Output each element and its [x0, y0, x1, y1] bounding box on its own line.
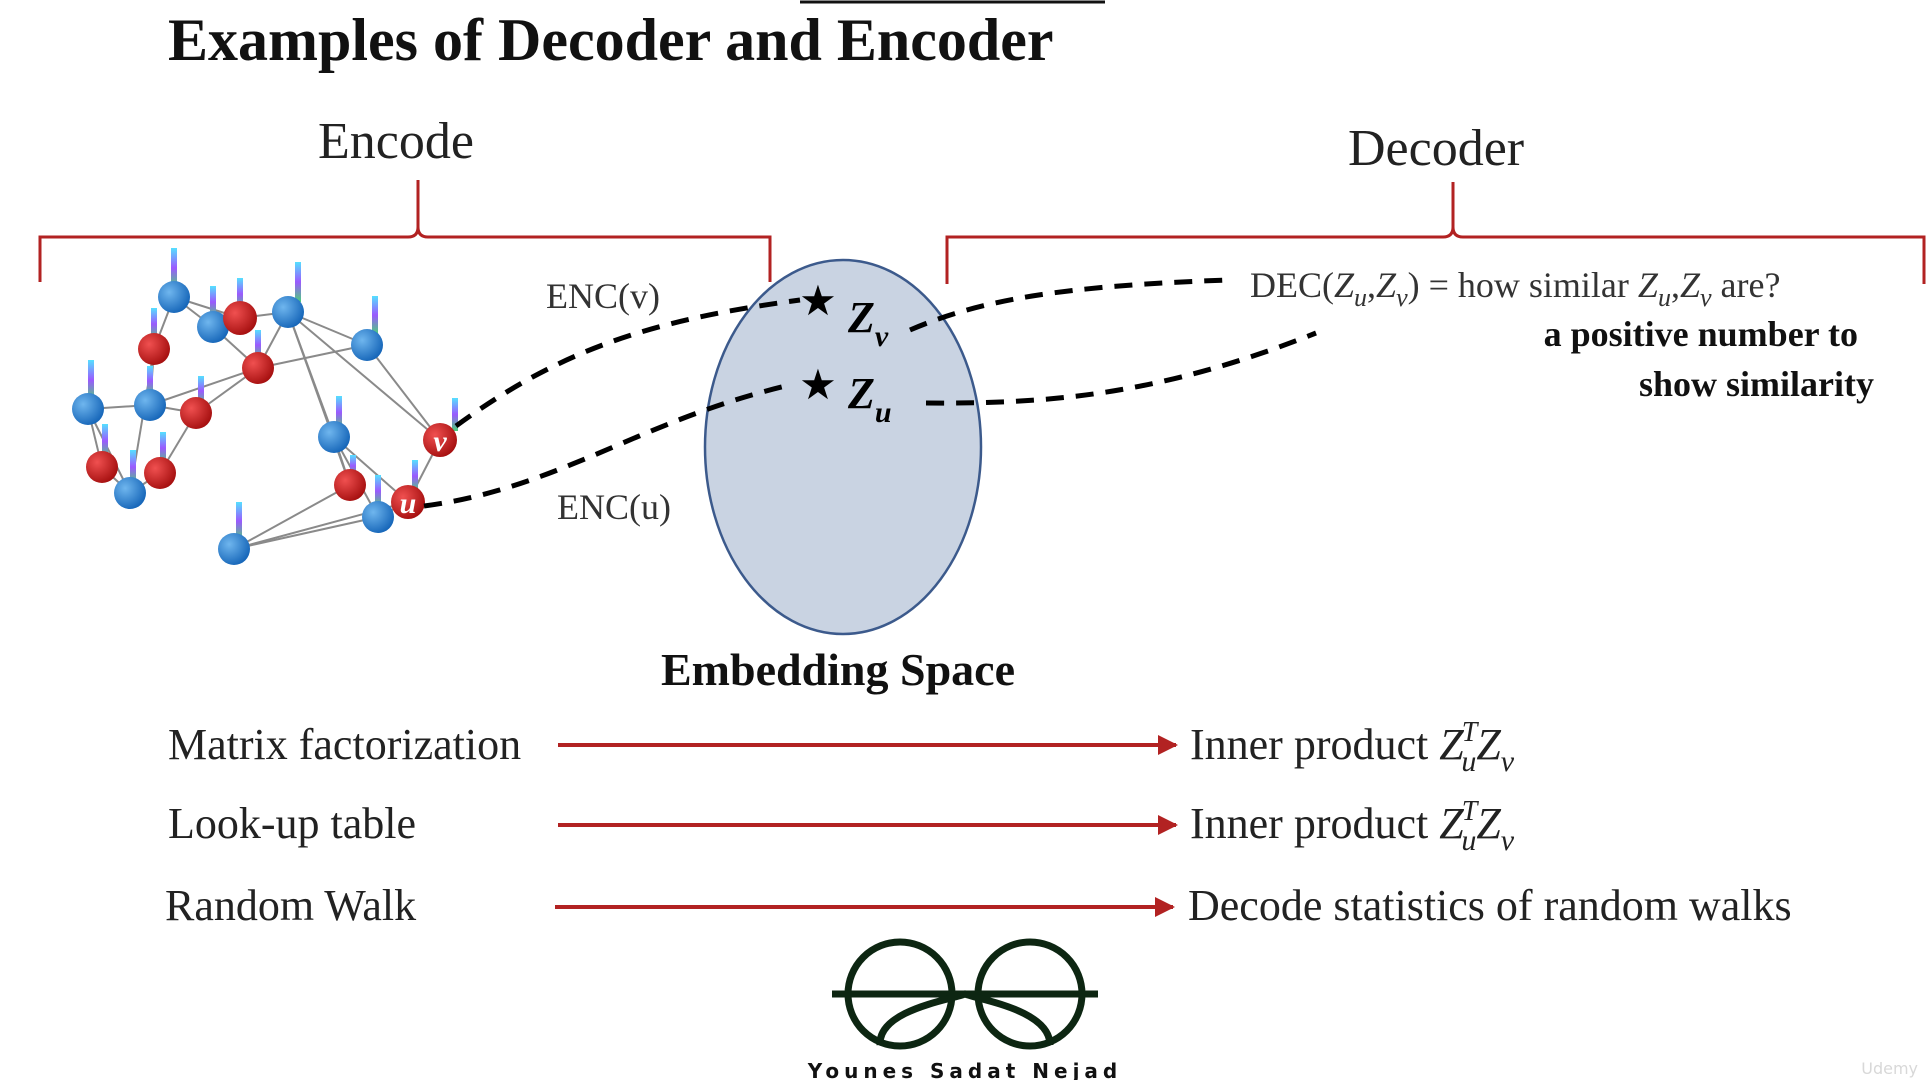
row-left-label: Look-up table [168, 799, 416, 848]
node-u [391, 460, 425, 519]
dec-formula: DEC(Zu,Zv) = how similar Zu,Zv are? [1250, 265, 1780, 312]
zv-label: Zv [847, 293, 889, 353]
decoder-heading: Decoder [1348, 120, 1524, 177]
row-left-label: Random Walk [165, 881, 416, 930]
enc-u-curve [423, 382, 791, 509]
node-red [334, 455, 366, 501]
decoder-note-line1: a positive number to [1544, 314, 1858, 354]
node-red [86, 424, 118, 483]
row-right-label: Decode statistics of random walks [1188, 881, 1792, 930]
node-blue [114, 450, 146, 509]
node-blue [272, 262, 304, 328]
node-blue [318, 396, 350, 453]
node-v-label: v [433, 425, 447, 458]
node-blue [72, 360, 104, 425]
node-blue [362, 475, 394, 533]
logo-text: Younes Sadat Nejad [807, 1059, 1123, 1080]
embedding-space-label: Embedding Space [661, 644, 1015, 695]
enc-v-label: ENC(v) [546, 276, 660, 316]
decoder-note-line2: show similarity [1639, 364, 1874, 404]
node-blue [158, 248, 190, 313]
decoder-bracket [945, 182, 1926, 284]
graph-nodes [72, 248, 458, 565]
enc-v-curve [454, 297, 801, 429]
node-u-label: u [400, 487, 417, 520]
node-blue [351, 296, 383, 361]
node-red [242, 330, 274, 384]
zv-star-icon: ★ [799, 279, 837, 325]
enc-u-label: ENC(u) [557, 487, 671, 527]
node-red [180, 376, 212, 429]
glasses-logo [832, 938, 1098, 1050]
node-blue [197, 286, 229, 343]
node-v [423, 398, 458, 457]
node-red [144, 432, 176, 489]
node-red [138, 308, 170, 365]
dec-v-curve [909, 277, 1229, 333]
slide-title: Examples of Decoder and Encoder [168, 7, 1054, 73]
encode-heading: Encode [318, 113, 474, 170]
method-row: Random Walk Decode statistics of random … [165, 881, 1792, 930]
dec-u-curve [925, 330, 1317, 406]
zu-label: Zu [847, 369, 892, 429]
zu-star-icon: ★ [799, 363, 837, 409]
node-red [223, 278, 257, 335]
node-blue [134, 366, 166, 421]
node-blue [218, 502, 250, 565]
embedding-space-ellipse [703, 258, 983, 636]
encode-bracket [38, 180, 772, 282]
row-left-label: Matrix factorization [168, 720, 521, 769]
udemy-watermark: Udemy [1861, 1059, 1918, 1078]
